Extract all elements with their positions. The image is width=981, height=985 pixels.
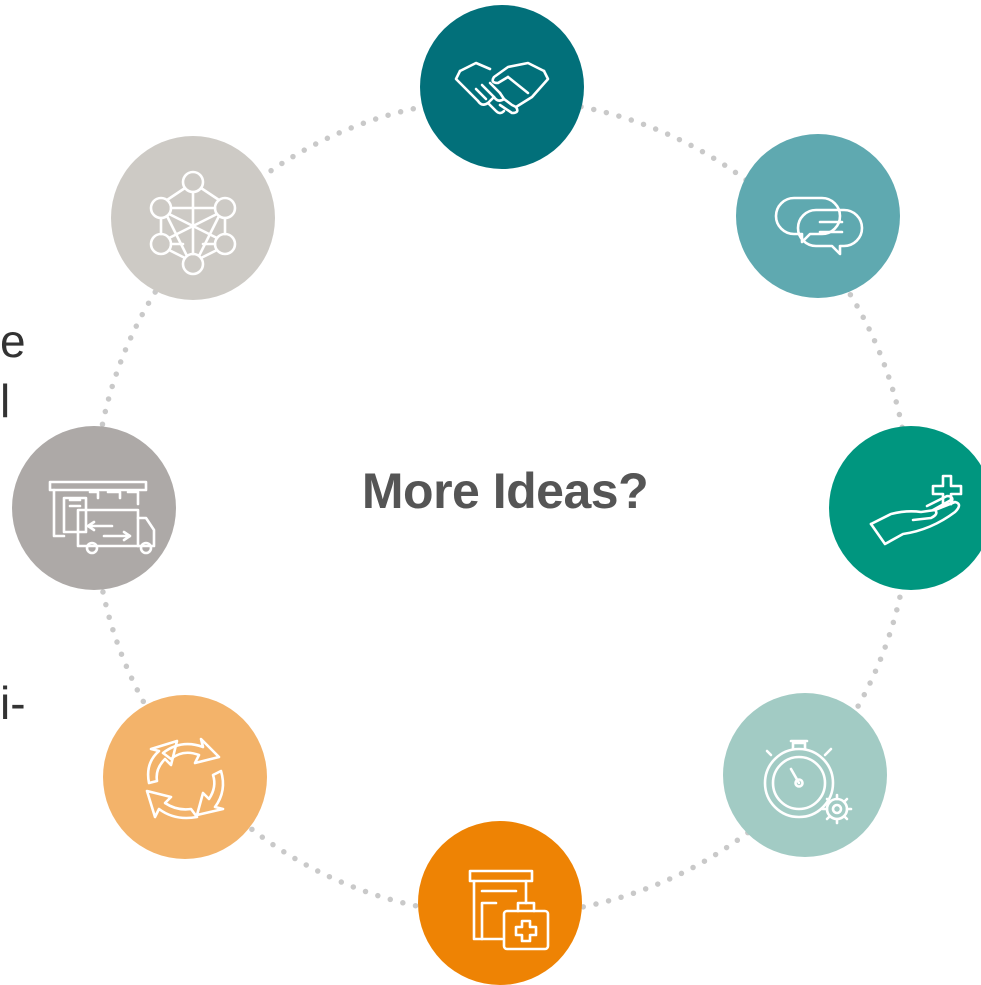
communication-node[interactable] — [736, 134, 900, 298]
recycle-arrows-icon — [145, 737, 225, 820]
cropped-text-fragment: l — [0, 375, 11, 427]
care-hand-icon — [869, 474, 963, 546]
chat-bubbles-icon — [774, 196, 864, 256]
efficiency-node[interactable] — [723, 693, 887, 857]
logistics-node[interactable] — [12, 426, 176, 590]
handshake-icon — [454, 61, 550, 115]
network-icon — [149, 170, 237, 276]
logistics-truck-icon — [48, 480, 156, 555]
stopwatch-gear-icon — [763, 739, 853, 825]
cropped-text-fragment: i- — [0, 677, 26, 729]
network-node[interactable] — [111, 136, 275, 300]
pharmacy-node[interactable] — [418, 821, 582, 985]
center-title: More Ideas? — [361, 463, 649, 519]
pharmacy-medkit-icon — [468, 869, 550, 951]
handshake-node[interactable] — [420, 5, 584, 169]
circular-node[interactable] — [103, 695, 267, 859]
care-node[interactable] — [829, 426, 981, 590]
cropped-text-fragment: e — [0, 315, 26, 367]
